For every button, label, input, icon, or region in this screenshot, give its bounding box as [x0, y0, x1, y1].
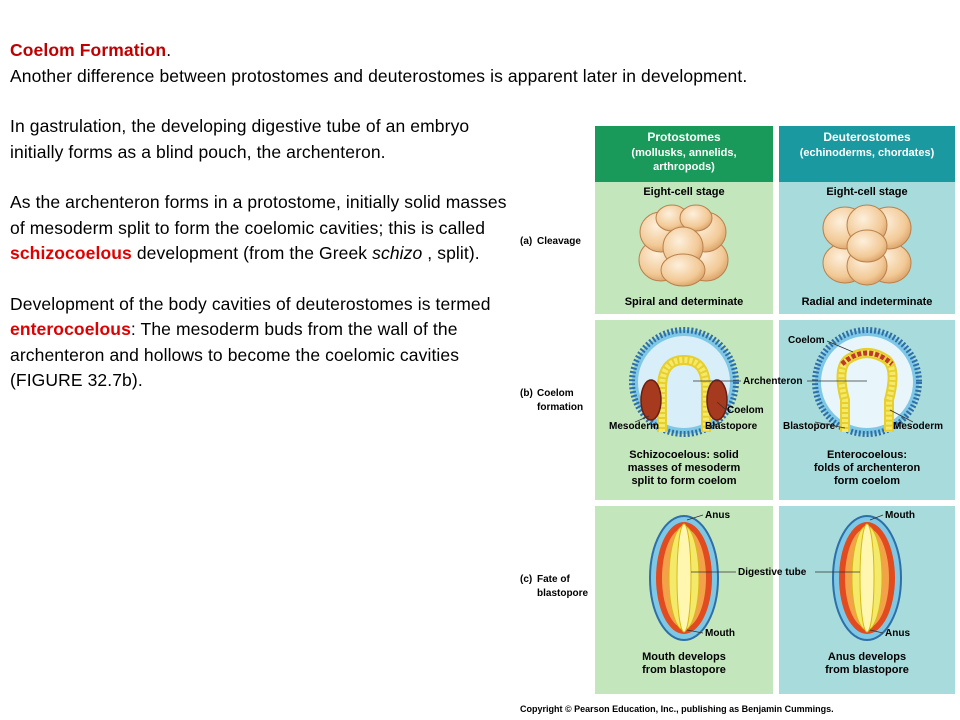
para4-text-b: : The mesoderm buds from the wall of the…	[10, 319, 460, 390]
coelom-label-left: Coelom	[727, 405, 764, 416]
slide-heading: Coelom Formation.	[10, 38, 960, 64]
schizocoelous-caption-3: split to form coelom	[631, 475, 736, 487]
deuterostome-header	[779, 126, 955, 182]
blastopore-label-right: Blastopore	[783, 421, 836, 432]
enterocoelous-caption-3: form coelom	[834, 475, 900, 487]
row-b-leader-lines	[634, 340, 914, 429]
copyright-line: Copyright © Pearson Education, Inc., pub…	[520, 704, 834, 714]
row-c-label: (c)	[520, 574, 532, 585]
deuterostome-title: Deuterostomes	[823, 130, 911, 144]
archenteron-label: Archenteron	[743, 376, 802, 387]
para3-text-c: , split).	[422, 243, 480, 263]
coelom-label-right: Coelom	[788, 335, 825, 346]
radial-eight-cell-embryo	[822, 204, 912, 286]
blastopore-label-left: Blastopore	[705, 421, 758, 432]
row-c-leader-lines	[686, 514, 884, 634]
deuterostome-examples: (echinoderms, chordates)	[800, 147, 935, 159]
gastrulation-paragraph: In gastrulation, the developing digestiv…	[10, 116, 470, 162]
mouth-develops-1: Mouth develops	[642, 651, 726, 663]
slide-text: Coelom Formation. Another difference bet…	[10, 38, 747, 419]
anus-develops-2: from blastopore	[825, 664, 909, 676]
deuterostome-gut-diagram	[832, 515, 902, 641]
enterocoelous-caption-2: folds of archenteron	[814, 462, 921, 474]
mesoderm-label-left: Mesoderm	[609, 421, 659, 432]
schizocoelous-caption-2: masses of mesoderm	[628, 462, 741, 474]
para3-text-a: As the archenteron forms in a protostome…	[10, 192, 507, 238]
figure-32-7: Protostomes (mollusks, annelids, arthrop…	[520, 126, 955, 714]
mouth-bottom-label: Mouth	[705, 628, 735, 639]
anus-develops-1: Anus develops	[828, 651, 906, 663]
spiral-eight-cell-embryo	[638, 204, 729, 287]
protostome-header	[595, 126, 773, 182]
para3-text-b: development (from the Greek	[131, 243, 373, 263]
anus-top-label: Anus	[705, 510, 730, 521]
schizocoelous-diagram	[629, 327, 739, 437]
anus-bottom-label: Anus	[885, 628, 910, 639]
protostome-examples-2: arthropods)	[653, 161, 715, 173]
enterocoelous-diagram	[812, 327, 922, 437]
protostome-title: Protostomes	[647, 130, 721, 144]
mesoderm-label-right: Mesoderm	[893, 421, 943, 432]
radial-indeterminate: Radial and indeterminate	[802, 296, 933, 308]
protostome-gut-diagram	[649, 515, 719, 641]
deuterostome-paragraph: Development of the body cavities of deut…	[10, 292, 510, 394]
protostome-paragraph: As the archenteron forms in a protostome…	[10, 190, 510, 267]
eight-cell-left: Eight-cell stage	[643, 186, 724, 198]
mouth-top-label: Mouth	[885, 510, 915, 521]
mouth-develops-2: from blastopore	[642, 664, 726, 676]
digestive-tube-label: Digestive tube	[738, 567, 807, 578]
row-a-name: Cleavage	[537, 236, 581, 247]
spiral-determinate: Spiral and determinate	[625, 296, 744, 308]
intro-line: Another difference between protostomes a…	[10, 65, 748, 86]
row-b-name-2: formation	[537, 402, 583, 413]
title-period: .	[166, 40, 172, 60]
schizocoelous-caption-1: Schizocoelous: solid	[629, 449, 738, 461]
enterocoelous-caption-1: Enterocoelous:	[827, 449, 907, 461]
eight-cell-right: Eight-cell stage	[826, 186, 907, 198]
slide-title: Coelom Formation	[10, 40, 167, 60]
enterocoelous-term: enterocoelous	[10, 319, 131, 339]
row-a-label: (a)	[520, 236, 532, 247]
para4-text-a: Development of the body cavities of deut…	[10, 293, 491, 314]
row-b-label: (b)	[520, 388, 533, 399]
protostome-examples-1: (mollusks, annelids,	[631, 147, 736, 159]
row-b-name-1: Coelom	[537, 388, 574, 399]
row-c-name-1: Fate of	[537, 574, 570, 585]
schizo-word: schizo	[372, 243, 423, 263]
row-c-name-2: blastopore	[537, 588, 589, 599]
schizocoelous-term: schizocoelous	[10, 243, 132, 263]
